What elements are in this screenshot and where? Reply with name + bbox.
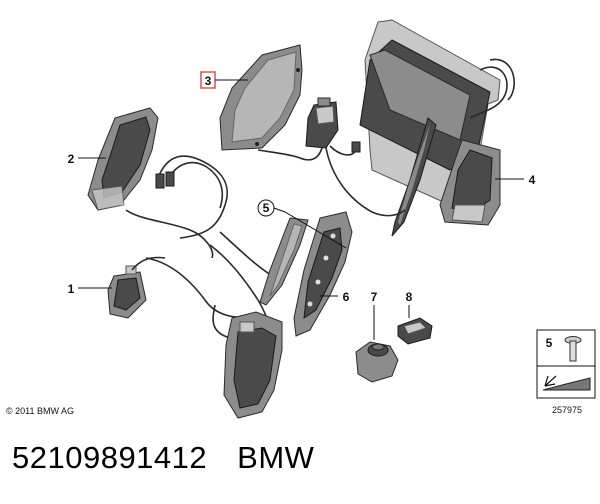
callout-3: 3	[200, 71, 248, 89]
callout-8-label: 8	[406, 290, 413, 304]
callout-5: 5	[257, 199, 347, 249]
callout-5-label: 5	[263, 201, 270, 215]
callout-8: 8	[406, 290, 413, 318]
part-number: 52109891412	[12, 440, 208, 475]
callout-3-label: 3	[205, 74, 212, 88]
callout-7: 7	[371, 290, 378, 340]
wiring-harness	[125, 155, 281, 339]
part-3-side-cover	[219, 44, 303, 151]
callout-4: 4	[495, 173, 536, 187]
callout-7-label: 7	[371, 290, 378, 304]
side-blade-panel	[391, 117, 437, 237]
copyright-notice: © 2011 BMW AG	[6, 406, 74, 416]
part-7-rotary-knob	[355, 341, 399, 383]
callout-1-label: 1	[68, 282, 75, 296]
lower-seat-panel	[223, 311, 283, 419]
part-2-backrest-panel	[87, 107, 159, 211]
caption: 52109891412 BMW	[12, 440, 344, 476]
wedge-arrow-icon	[542, 375, 591, 391]
callout-6-label: 6	[343, 290, 350, 304]
part-1-connector-module	[107, 256, 166, 319]
legend-callout-5: 5	[546, 336, 553, 350]
callout-6: 6	[320, 290, 350, 304]
callout-2-label: 2	[68, 152, 75, 166]
switch-module-upper	[257, 97, 406, 217]
part-8-small-switch	[397, 317, 433, 345]
callout-4-label: 4	[529, 173, 536, 187]
callout-2: 2	[68, 152, 106, 166]
part-4-seat-frame	[359, 19, 516, 226]
brand-name: BMW	[237, 440, 315, 475]
part-5-trim-strip	[259, 217, 309, 306]
callout-1: 1	[68, 282, 112, 296]
clip-icon	[564, 336, 582, 362]
legend-box: 5	[536, 329, 596, 399]
diagram-number: 257975	[552, 405, 583, 415]
